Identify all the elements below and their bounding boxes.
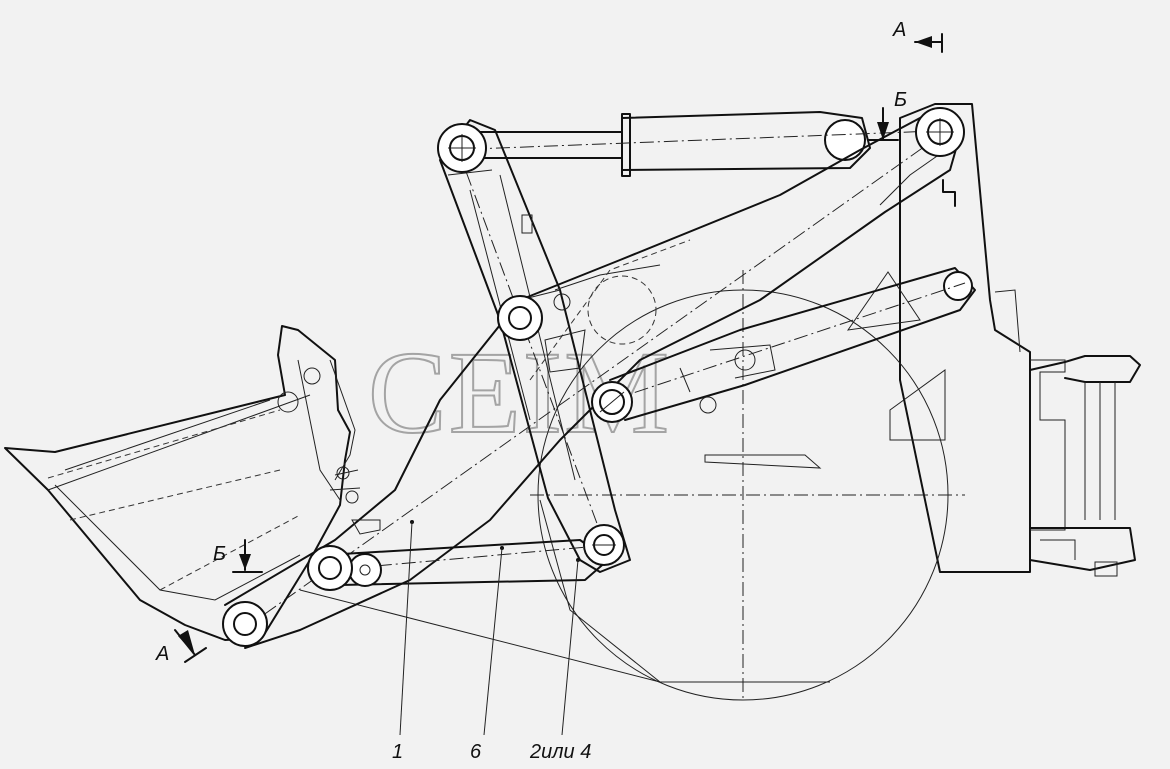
front-wheel-outline bbox=[299, 270, 965, 701]
callout-label-2-or-4: 2или 4 bbox=[529, 741, 591, 763]
pin-lever-top bbox=[437, 123, 487, 173]
lift-cylinder-top bbox=[447, 111, 961, 177]
bucket-link bbox=[348, 553, 382, 587]
pin-boom-bucket bbox=[222, 601, 268, 647]
bellcrank-lever bbox=[439, 119, 631, 573]
pin-link-bucket bbox=[307, 545, 353, 591]
tilt-cylinder bbox=[609, 267, 976, 421]
section-mark-a-top: A bbox=[892, 19, 943, 53]
section-label-b-left: Б bbox=[213, 543, 226, 565]
callout-part-2-or-4: 2или 4 bbox=[529, 558, 591, 763]
pin-boom-frame bbox=[915, 107, 965, 157]
callout-part-6: 6 bbox=[470, 546, 504, 763]
section-label-a-bottom: A bbox=[155, 643, 169, 665]
callout-part-1: 1 bbox=[392, 520, 414, 763]
section-label-b-top: Б bbox=[894, 89, 907, 111]
section-label-a-top: A bbox=[892, 19, 906, 41]
section-mark-b-top: Б bbox=[867, 89, 907, 141]
hidden-hub bbox=[529, 239, 691, 381]
pin-lever-middle bbox=[497, 293, 571, 341]
section-mark-a-bottom: A bbox=[155, 629, 207, 665]
callout-label-1: 1 bbox=[392, 741, 403, 763]
section-mark-b-left: Б bbox=[213, 539, 263, 573]
pin-lever-bottom bbox=[583, 524, 625, 566]
callout-label-6: 6 bbox=[470, 741, 482, 763]
front-frame bbox=[846, 103, 1141, 577]
bucket bbox=[4, 325, 381, 641]
section-step-mark bbox=[942, 179, 956, 207]
pin-tilt-cylinder bbox=[591, 381, 633, 423]
